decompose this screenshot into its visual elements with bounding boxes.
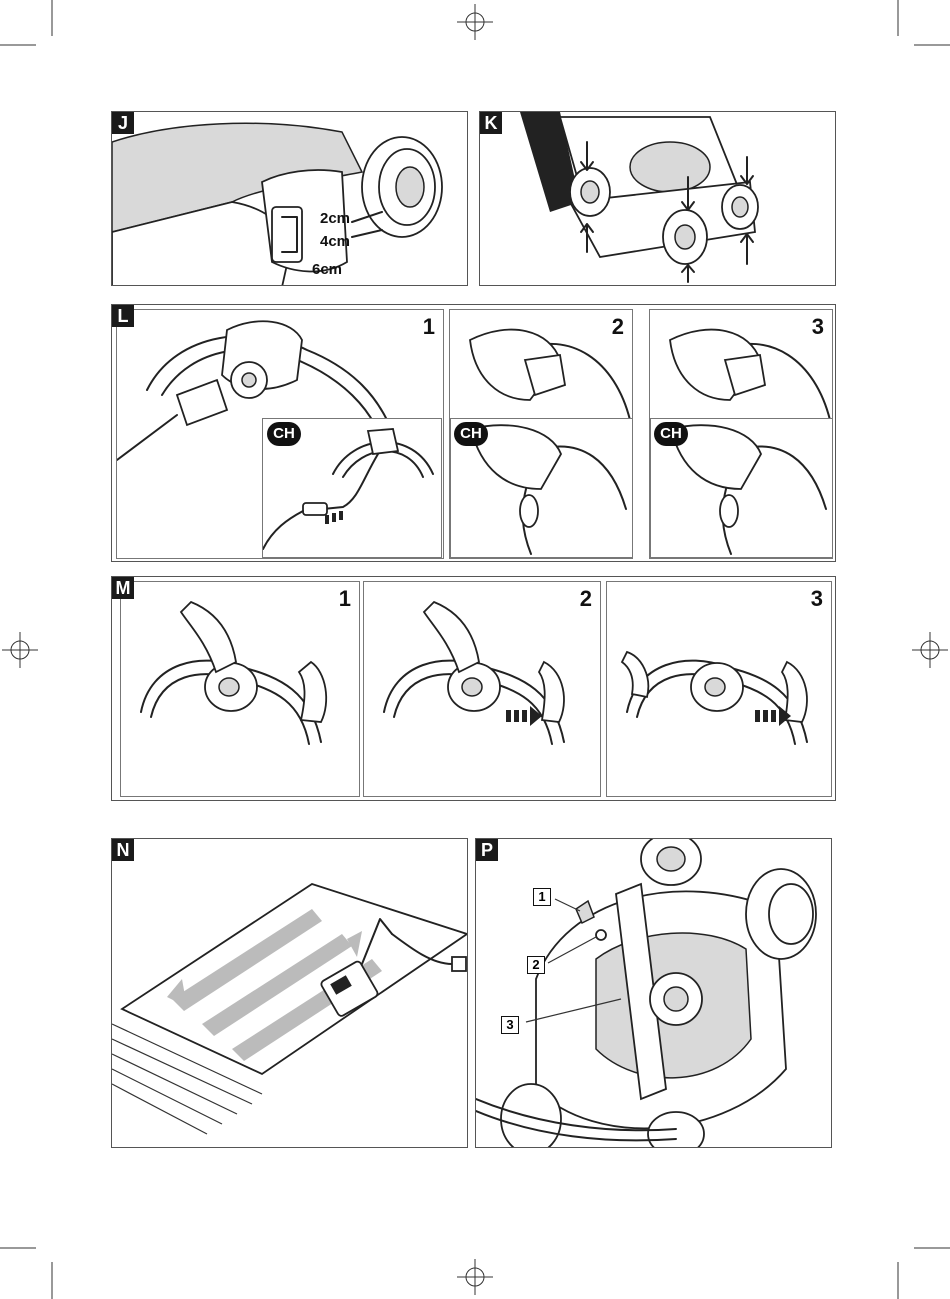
- rear-wheel-top: [641, 839, 701, 885]
- mowing-pattern-illustration: [112, 839, 468, 1148]
- step-number: 1: [423, 314, 435, 340]
- panel-l-step-3: 3 CH: [649, 309, 833, 559]
- mower-running-illustration: [607, 582, 832, 797]
- dimension-4cm: 4cm: [320, 233, 350, 250]
- panel-m-step-3: 3: [606, 581, 832, 797]
- start-lever-pull-illustration: [364, 582, 601, 797]
- wheel-rear-far: [722, 185, 758, 229]
- panel-l: L 1 CH 2: [111, 304, 836, 562]
- panel-label: L: [112, 305, 134, 327]
- panel-label: P: [476, 839, 498, 861]
- panel-p: P 1 2 3: [475, 838, 832, 1148]
- panel-k: K: [479, 111, 836, 286]
- blade-replacement-illustration: [476, 839, 832, 1148]
- panel-l-step-2: 2 CH: [449, 309, 633, 559]
- callout-1-screw: 1: [533, 888, 551, 906]
- panel-n: N: [111, 838, 468, 1148]
- callout-3-blade: 3: [501, 1016, 519, 1034]
- step-number: 3: [811, 586, 823, 612]
- wheel-front-left: [570, 168, 610, 216]
- rear-wheel: [362, 137, 442, 237]
- rear-wheel-right: [746, 869, 816, 959]
- step-number: 1: [339, 586, 351, 612]
- ch-badge: CH: [267, 422, 301, 446]
- step-number: 2: [580, 586, 592, 612]
- callout-2-washer: 2: [527, 956, 545, 974]
- panel-label: J: [112, 112, 134, 134]
- height-lever: [272, 207, 302, 262]
- wheel-removal-illustration: [480, 112, 836, 286]
- ch-badge: CH: [654, 422, 688, 446]
- panel-m-step-1: 1: [120, 581, 360, 797]
- wheel-rear-right: [663, 210, 707, 264]
- panel-label: M: [112, 577, 134, 599]
- dimension-6cm: 6cm: [312, 261, 342, 278]
- dimension-2cm: 2cm: [320, 210, 350, 227]
- height-adjustment-illustration: [112, 112, 468, 286]
- panel-m-step-2: 2: [363, 581, 601, 797]
- ch-badge: CH: [454, 422, 488, 446]
- safety-switch-press-illustration: [121, 582, 360, 797]
- step-number: 3: [812, 314, 824, 340]
- panel-label: N: [112, 839, 134, 861]
- panel-label: K: [480, 112, 502, 134]
- panel-m: M 1 2 3: [111, 576, 836, 801]
- panel-l-step-1: 1 CH: [116, 309, 444, 559]
- panel-j: J 2cm 4cm 6cm: [111, 111, 468, 286]
- step-number: 2: [612, 314, 624, 340]
- motor-hub: [650, 973, 702, 1025]
